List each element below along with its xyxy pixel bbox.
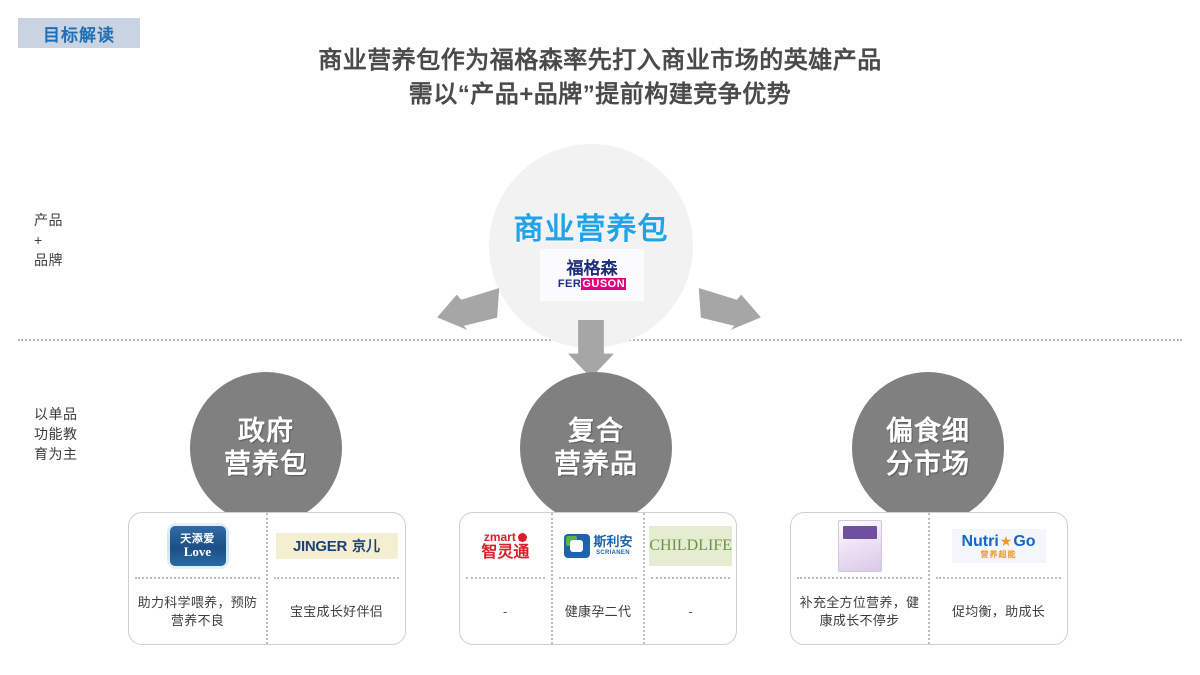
tianlove-slogan: 助力科学喂养，预防营养不良 xyxy=(137,594,258,628)
column-separator xyxy=(651,577,731,579)
srianen-logo-mark-icon xyxy=(563,534,590,558)
tianlove-logo-inner: 天添爱 Love xyxy=(169,526,226,566)
srianen-logo-slot: 斯利安 SCRIANEN xyxy=(553,513,644,575)
srianen-logo-text: 斯利安 SCRIANEN xyxy=(594,535,633,557)
ferguson-logo-en: FERGUSON xyxy=(557,278,627,291)
page-title: 商业营养包作为福格森率先打入商业市场的英雄产品 需以“产品+品牌”提前构建竞争优… xyxy=(180,44,1020,112)
axis-label-single-product: 以单品 功能教 育为主 xyxy=(34,404,78,464)
axis-label-bottom-line-1: 以单品 xyxy=(34,406,78,422)
title-line-2: 需以“产品+品牌”提前构建竞争优势 xyxy=(408,81,792,108)
tianlove-logo-en: Love xyxy=(183,544,212,559)
tianlove-logo-cn: 天添爱 xyxy=(180,533,215,545)
tianlove-logo: 天添爱 Love xyxy=(166,523,229,569)
column-separator xyxy=(135,577,260,579)
jinger-slogan: 宝宝成长好伴侣 xyxy=(289,603,384,619)
category-2-line-1: 复合 xyxy=(568,416,624,446)
ferguson-logo-en-part-b: GUSON xyxy=(581,278,627,290)
axis-label-bottom-line-2: 功能教 xyxy=(34,426,78,442)
brand-column-nutrigo: Nutri ★ Go 营养超能 促均衡，助成长 xyxy=(928,513,1067,644)
axis-label-bottom-line-3: 育为主 xyxy=(34,446,78,462)
nutrigo-logo-cn: 营养超能 xyxy=(980,549,1017,559)
column-separator xyxy=(466,577,545,579)
nutrigo-star-icon: ★ xyxy=(999,532,1013,549)
category-circle-compound: 复合 营养品 xyxy=(520,372,672,524)
column-separator xyxy=(558,577,638,579)
brand-column-tianlove: 天添爱 Love 助力科学喂养，预防营养不良 xyxy=(129,513,266,644)
category-circle-government: 政府 营养包 xyxy=(190,372,342,524)
product-box-slot xyxy=(791,513,928,575)
title-line-1: 商业营养包作为福格森率先打入商业市场的英雄产品 xyxy=(318,47,882,74)
brand-column-product-box: 补充全方位营养，健康成长不停步 xyxy=(791,513,928,644)
jinger-logo-cn: 京儿 xyxy=(352,538,381,554)
category-3-line-2: 分市场 xyxy=(886,449,970,479)
column-separator xyxy=(274,577,399,579)
arrow-down-right-icon xyxy=(698,280,761,332)
category-circle-picky-eating: 偏食细 分市场 xyxy=(852,372,1004,524)
brand-column-childlife: CHILDLIFE - xyxy=(643,513,736,644)
zmart-logo-cn: 智灵通 xyxy=(481,543,530,561)
category-3-line-1: 偏食细 xyxy=(886,416,970,446)
ferguson-logo-cn: 福格森 xyxy=(566,259,618,278)
axis-label-top-line-2: + xyxy=(34,232,43,248)
zmart-logo: zmart 智灵通 xyxy=(473,527,537,565)
axis-label-top-line-3: 品牌 xyxy=(34,252,63,268)
tianlove-logo-slot: 天添爱 Love xyxy=(129,513,266,575)
nutrigo-logo-en-part-b: Go xyxy=(1013,532,1036,550)
hero-title: 商业营养包 xyxy=(513,213,669,246)
brand-card-government: 天添爱 Love 助力科学喂养，预防营养不良 JINGER 京儿 宝宝成长好伴侣 xyxy=(128,512,406,645)
brand-column-srianen: 斯利安 SCRIANEN 健康孕二代 xyxy=(550,513,644,644)
hero-circle xyxy=(489,144,693,348)
nutrigo-slogan: 促均衡，助成长 xyxy=(951,603,1046,619)
column-separator xyxy=(797,577,922,579)
zmart-logo-en: zmart xyxy=(483,529,527,544)
category-1-line-1: 政府 xyxy=(238,416,294,446)
nutrigo-logo: Nutri ★ Go 营养超能 xyxy=(951,529,1046,563)
zmart-logo-dot-icon xyxy=(517,532,527,542)
product-box-slogan: 补充全方位营养，健康成长不停步 xyxy=(799,594,920,628)
section-tag: 目标解读 xyxy=(18,18,140,48)
nutrigo-logo-en-part-a: Nutri xyxy=(961,532,999,550)
jinger-logo: JINGER 京儿 xyxy=(275,533,398,559)
column-separator xyxy=(936,577,1061,579)
brand-column-jinger: JINGER 京儿 宝宝成长好伴侣 xyxy=(266,513,405,644)
product-box-band xyxy=(842,526,877,539)
product-box-image xyxy=(837,520,882,572)
jinger-logo-slot: JINGER 京儿 xyxy=(268,513,405,575)
brand-card-compound: zmart 智灵通 - 斯利安 SCRIANEN xyxy=(459,512,737,645)
nutrigo-logo-en: Nutri ★ Go xyxy=(961,533,1035,550)
section-tag-label: 目标解读 xyxy=(43,25,115,45)
category-2-line-2: 营养品 xyxy=(554,449,638,479)
nutrigo-logo-slot: Nutri ★ Go 营养超能 xyxy=(930,513,1067,575)
ferguson-logo-en-part-a: FER xyxy=(557,278,582,290)
srianen-slogan: 健康孕二代 xyxy=(564,603,632,619)
jinger-logo-en: JINGER xyxy=(292,537,348,555)
zmart-slogan: - xyxy=(503,603,508,619)
childlife-logo: CHILDLIFE xyxy=(649,526,733,566)
brand-card-picky-eating: 补充全方位营养，健康成长不停步 Nutri ★ Go 营养超能 促均衡，助成长 xyxy=(790,512,1068,645)
ferguson-logo: 福格森 FERGUSON xyxy=(540,249,644,301)
childlife-slogan: - xyxy=(688,603,693,619)
brand-column-zmart: zmart 智灵通 - xyxy=(460,513,551,644)
zmart-logo-slot: zmart 智灵通 xyxy=(460,513,551,575)
srianen-logo: 斯利安 SCRIANEN xyxy=(557,529,640,563)
axis-label-product-brand: 产品 + 品牌 xyxy=(34,210,63,270)
arrow-down-left-icon xyxy=(436,280,499,332)
srianen-logo-cn: 斯利安 xyxy=(593,534,633,549)
zmart-logo-en-text: zmart xyxy=(483,529,516,544)
childlife-logo-slot: CHILDLIFE xyxy=(645,513,736,575)
srianen-logo-en: SCRIANEN xyxy=(596,550,630,556)
category-1-line-2: 营养包 xyxy=(224,449,308,479)
axis-label-top-line-1: 产品 xyxy=(34,212,63,228)
childlife-logo-en: CHILDLIFE xyxy=(649,537,732,554)
